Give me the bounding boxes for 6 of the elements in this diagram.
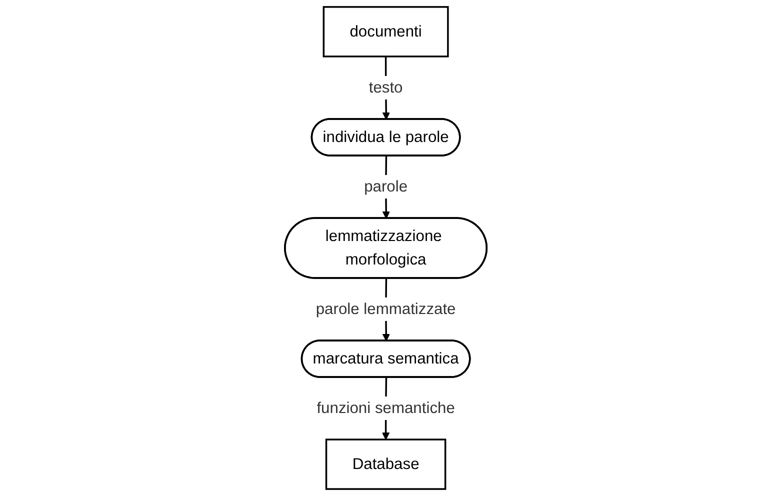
edge-label: funzioni semantiche (316, 399, 455, 417)
node-box: Database (325, 438, 446, 490)
edge-label: parole lemmatizzate (316, 300, 456, 318)
node-box: documenti (322, 6, 448, 58)
edge-label: testo (368, 78, 402, 96)
edge-label: parole (364, 178, 408, 196)
